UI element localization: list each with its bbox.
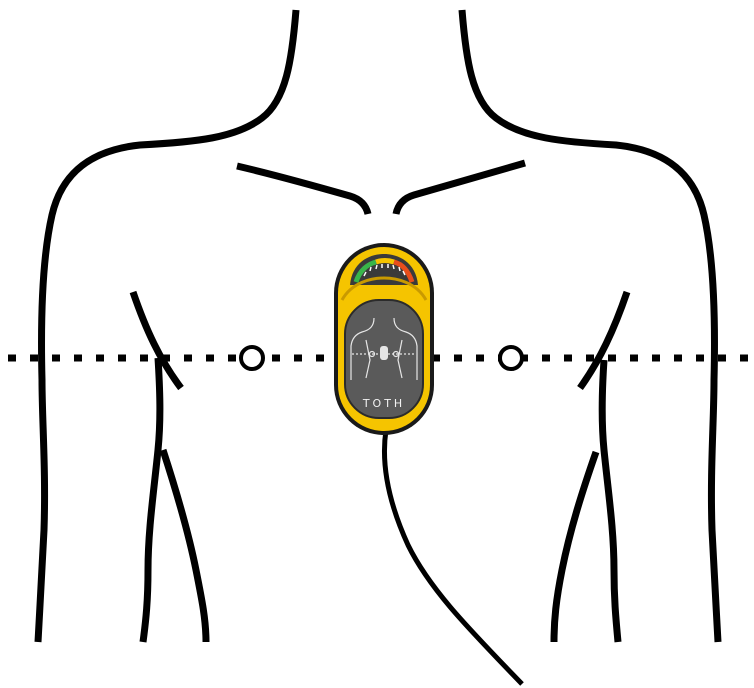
device-cable — [384, 430, 522, 684]
collarbone-left — [237, 166, 368, 214]
circle-marker-right — [500, 347, 522, 369]
inner-arm-right-b — [554, 452, 596, 642]
collarbone-right — [396, 163, 525, 214]
circle-marker-left — [241, 347, 263, 369]
device-brand-label: TOTH — [362, 397, 405, 410]
inner-arm-right-a — [602, 360, 618, 642]
inner-arm-left-b — [163, 450, 206, 642]
inner-arm-left-a — [143, 358, 160, 642]
torso-right-outline — [462, 10, 718, 642]
torso-left-outline — [38, 10, 296, 642]
sensor-device: TOTH — [334, 243, 434, 435]
